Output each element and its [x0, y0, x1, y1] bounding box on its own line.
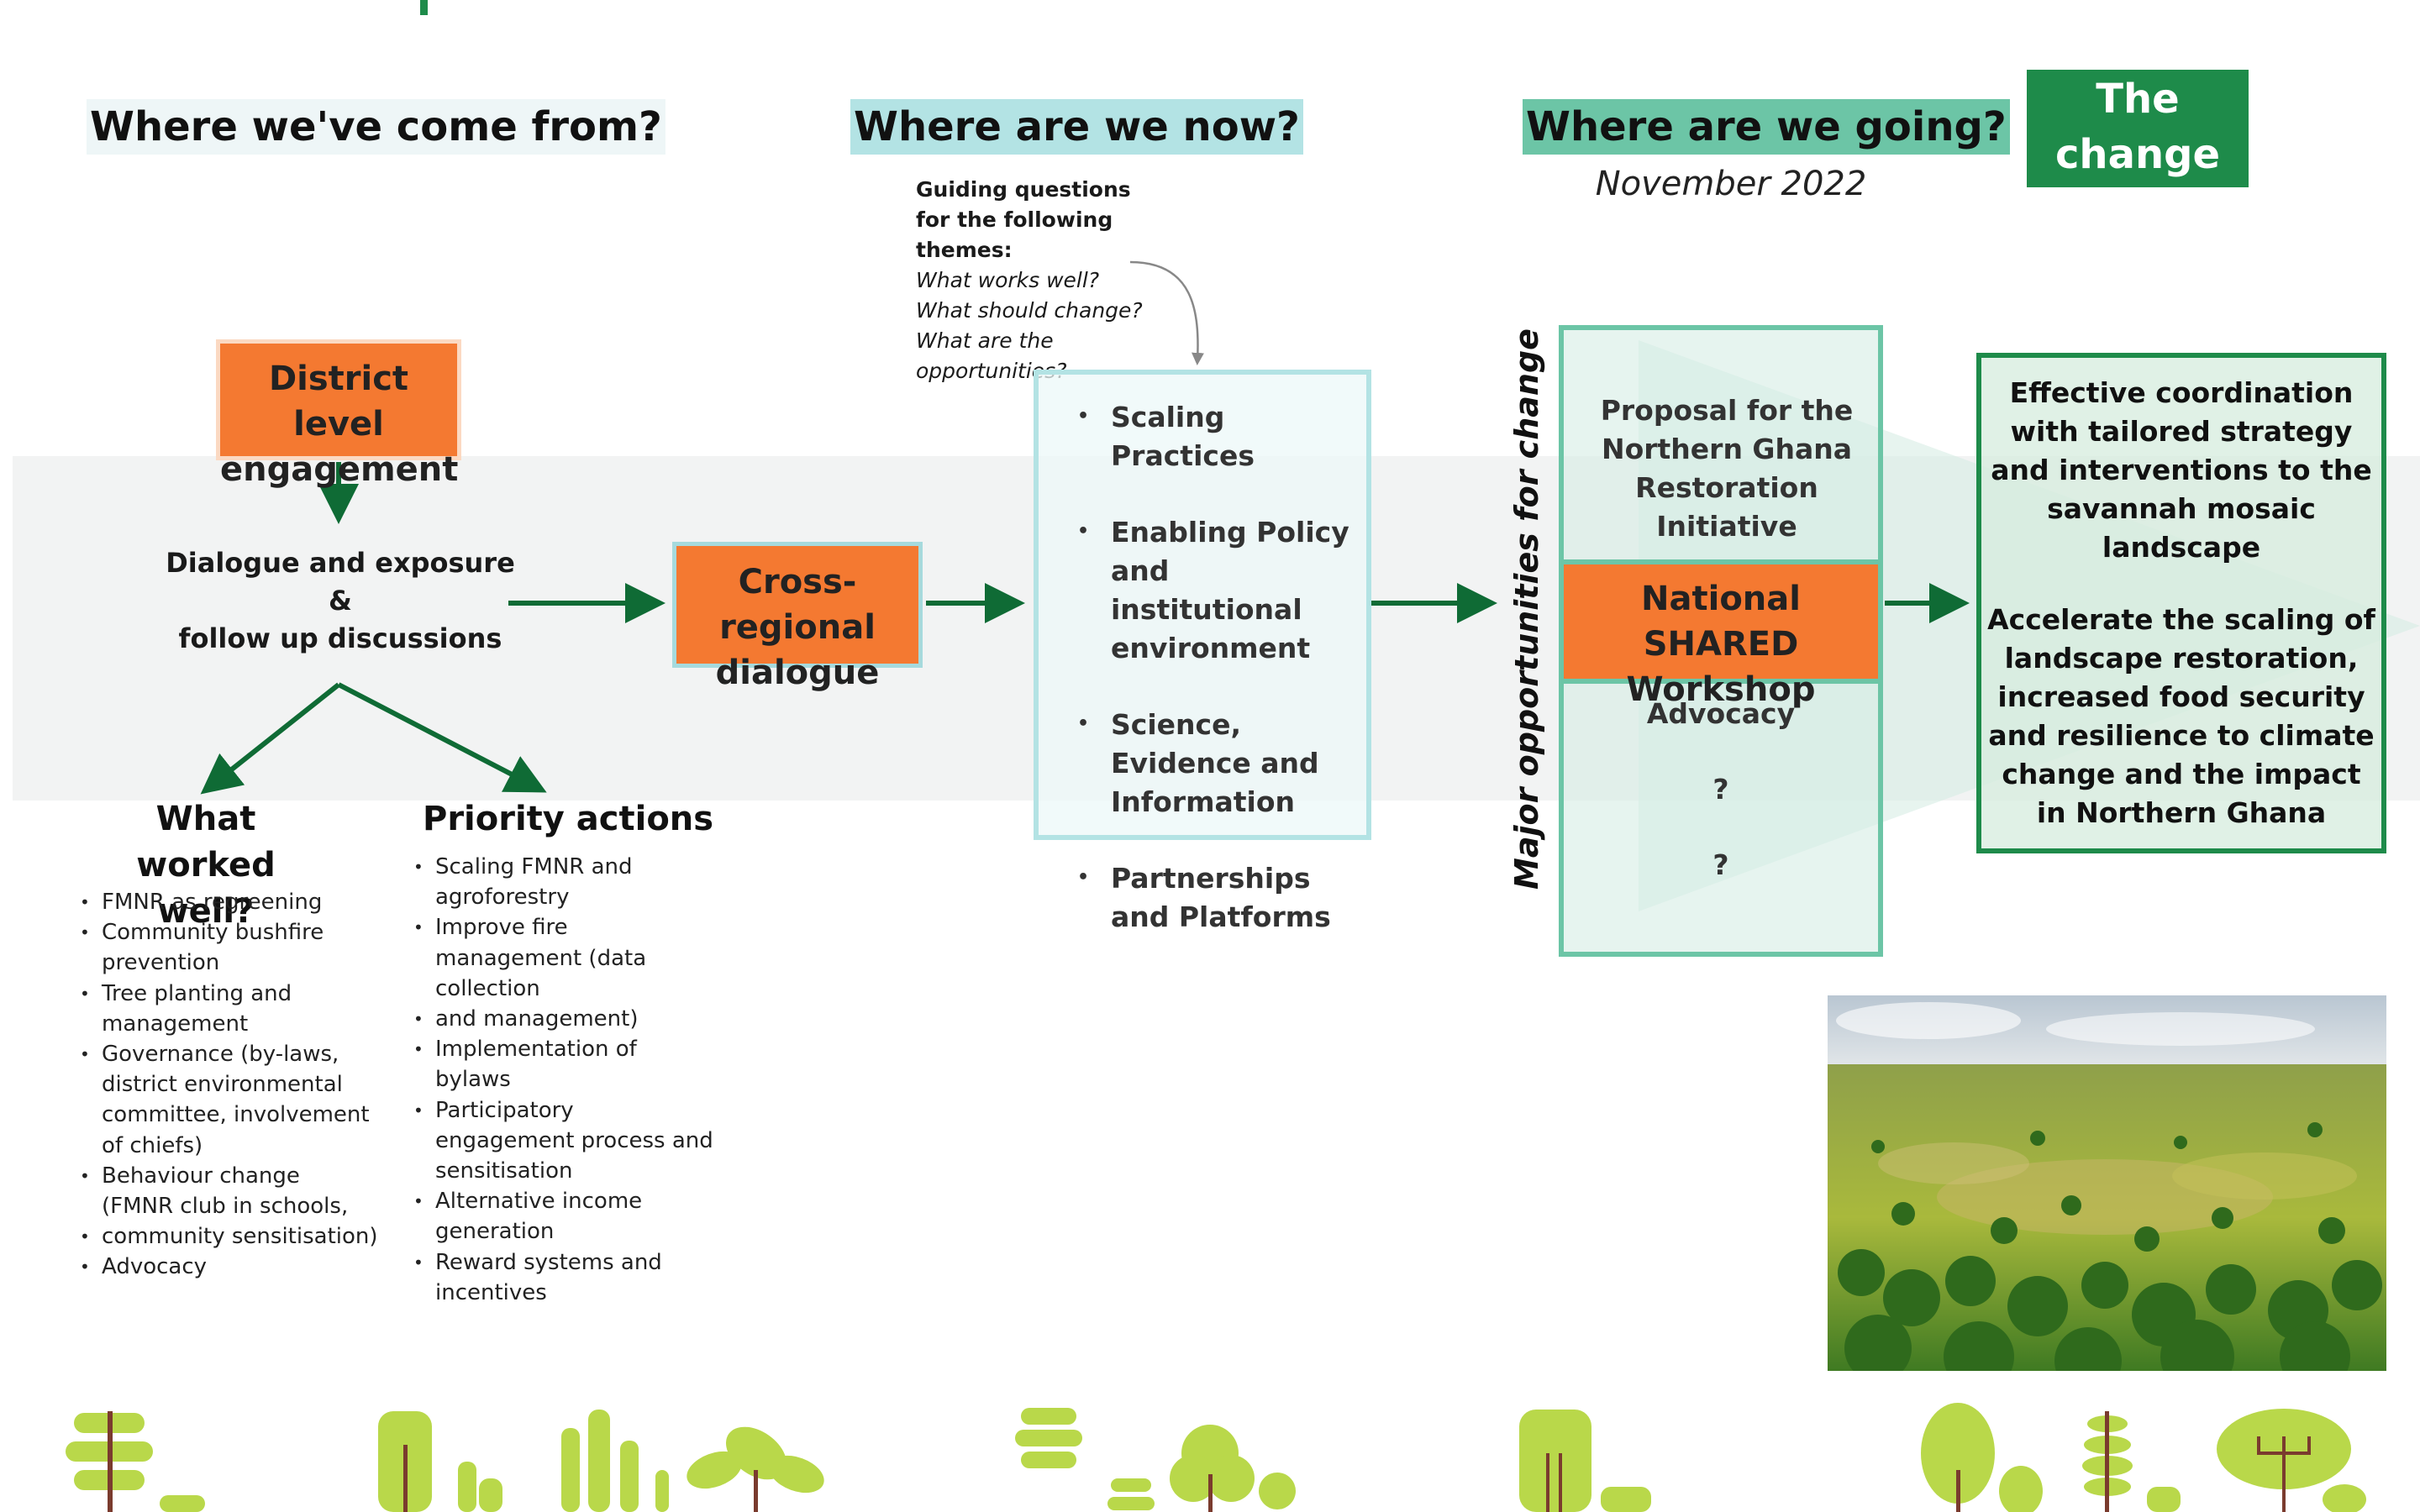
- national-shared-workshop-box: National SHARED Workshop: [1559, 559, 1883, 709]
- list-item: Improve fire management (data collection: [413, 912, 716, 1004]
- list-item: Reward systems and incentives: [413, 1247, 716, 1308]
- dialogue-line-2: &: [329, 585, 352, 617]
- tree-icon: [378, 1411, 502, 1512]
- tree-icon: [1921, 1403, 2043, 1512]
- dialogue-exposure-text: Dialogue and exposure & follow up discus…: [160, 544, 521, 658]
- major-opportunities-label: Major opportunities for change: [1506, 328, 1548, 890]
- tree-icon: [687, 1426, 824, 1512]
- tree-icon: [1519, 1410, 1651, 1512]
- tree-icon: [1170, 1425, 1296, 1512]
- tree-icon: [2082, 1411, 2181, 1512]
- list-item: Community bushfire prevention: [80, 917, 378, 978]
- heading-going: Where are we going?: [1523, 99, 2010, 155]
- landscape-photo: [1828, 995, 2386, 1371]
- list-item: and management): [413, 1004, 716, 1034]
- change-box: [1976, 353, 2386, 853]
- cross-regional-dialogue-box: Cross-regional dialogue: [672, 542, 923, 692]
- list-item: Behaviour change (FMNR club in schools,: [80, 1161, 378, 1221]
- heading-past: Where we've come from?: [87, 99, 666, 155]
- priority-actions-heading: Priority actions: [423, 800, 714, 838]
- guiding-questions: Guiding questions for the following them…: [916, 175, 1168, 386]
- top-accent-mark: [420, 0, 428, 15]
- tree-icon: [66, 1411, 205, 1512]
- list-item: Scaling FMNR and agroforestry: [413, 852, 716, 912]
- guiding-q2: What should change?: [916, 298, 1143, 323]
- dialogue-line-3: follow up discussions: [178, 622, 502, 654]
- list-item: Participatory engagement process and sen…: [413, 1095, 716, 1187]
- dialogue-line-1: Dialogue and exposure: [166, 547, 515, 579]
- theme-item: Science, Evidence and Information: [1059, 705, 1366, 822]
- question-mark-1: ?: [1712, 773, 1729, 806]
- change-item-1: Effective coordination with tailored str…: [1991, 376, 2372, 564]
- guiding-title: Guiding questions for the following them…: [916, 177, 1131, 262]
- list-item: Advocacy: [80, 1252, 378, 1282]
- list-item: Alternative income generation: [413, 1186, 716, 1247]
- heading-now: Where are we now?: [850, 99, 1303, 155]
- themes-box: Scaling Practices Enabling Policy and in…: [1034, 370, 1371, 933]
- decorative-trees: [66, 1403, 2366, 1512]
- tree-icon: [1015, 1408, 1155, 1510]
- question-mark-2: ?: [1712, 848, 1729, 881]
- list-item: community sensitisation): [80, 1221, 378, 1252]
- what-worked-well-list: FMNR as regreening Community bushfire pr…: [80, 887, 378, 1283]
- theme-item: Scaling Practices: [1059, 397, 1366, 475]
- list-item: Tree planting and management: [80, 979, 378, 1039]
- guiding-q1: What works well?: [916, 268, 1100, 292]
- change-item-2: Accelerate the scaling of landscape rest…: [1987, 603, 2375, 829]
- theme-item: Partnerships and Platforms: [1059, 858, 1366, 937]
- date-label: November 2022: [1595, 165, 1867, 203]
- theme-item: Enabling Policy and institutional enviro…: [1059, 512, 1366, 668]
- list-item: Governance (by-laws, district environmen…: [80, 1039, 378, 1161]
- list-item: Implementation of bylaws: [413, 1034, 716, 1095]
- advocacy-label: Advocacy: [1646, 697, 1796, 730]
- tree-icon: [2217, 1409, 2366, 1512]
- list-item: FMNR as regreening: [80, 887, 378, 917]
- proposal-text: Proposal for the Northern Ghana Restorat…: [1600, 394, 1854, 543]
- tree-icon: [561, 1410, 669, 1512]
- major-opportunities-text: Major opportunities for change: [1508, 328, 1545, 890]
- priority-actions-list: Scaling FMNR and agroforestry Improve fi…: [413, 852, 716, 1308]
- district-level-engagement-box: District level engagement: [220, 344, 458, 489]
- heading-change: The change we want to see: [2027, 70, 2249, 289]
